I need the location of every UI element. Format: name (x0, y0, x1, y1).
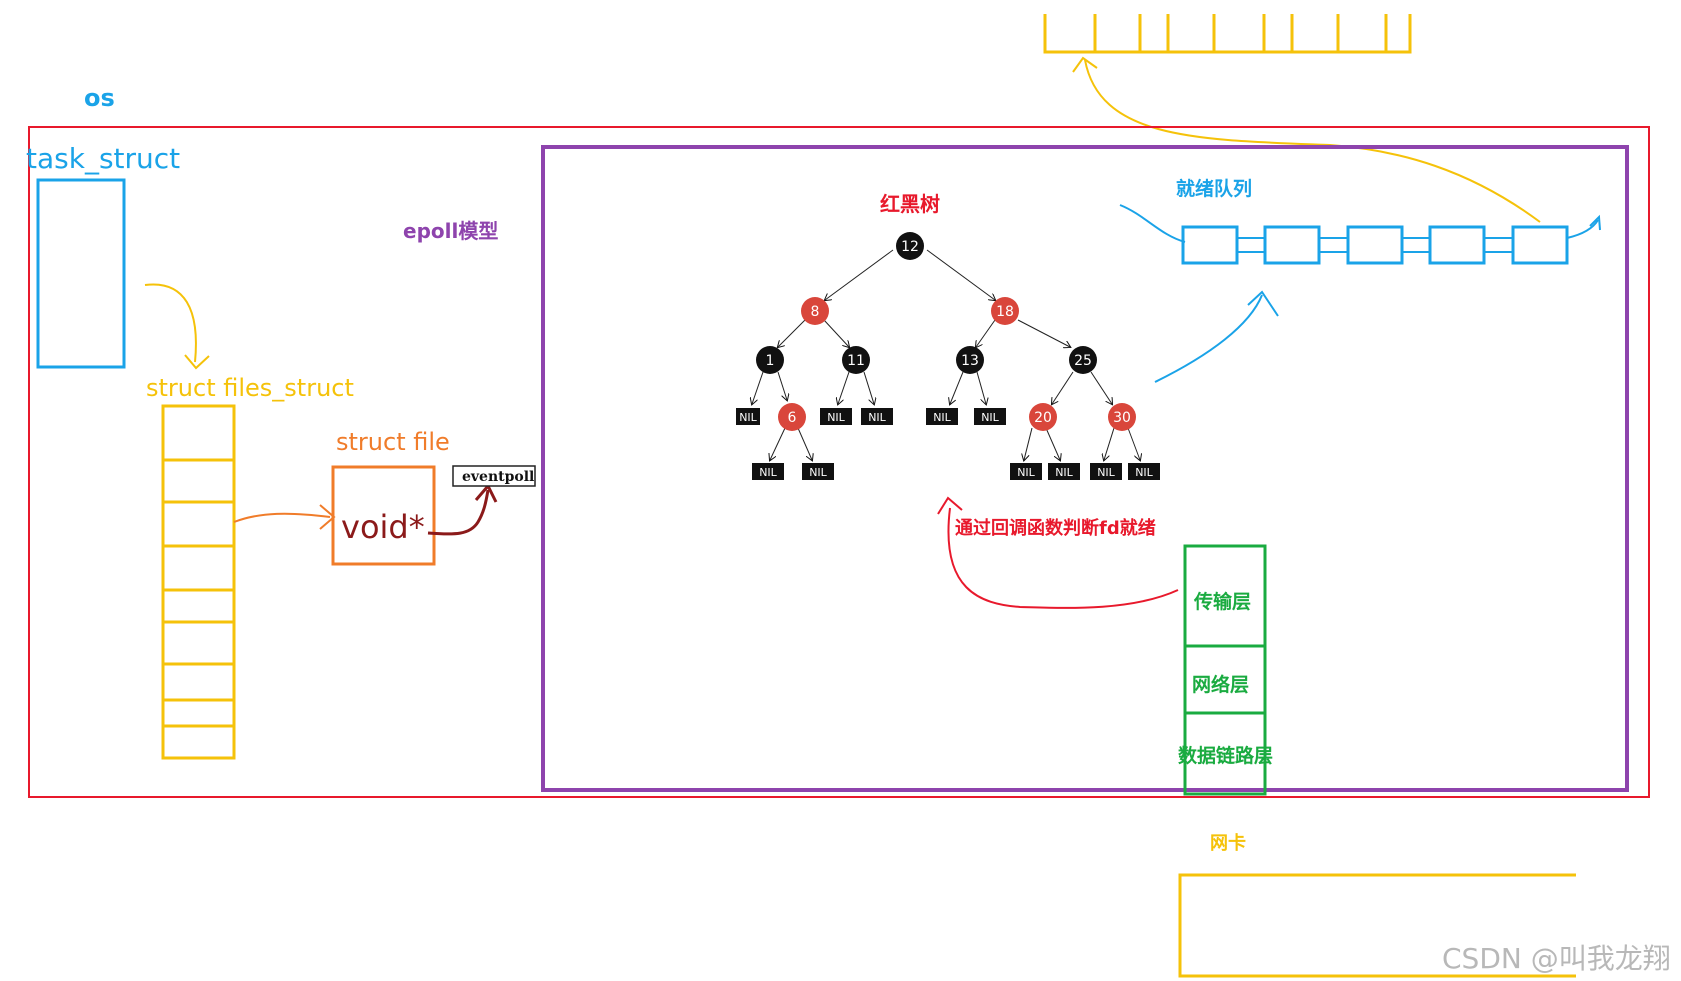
svg-text:NIL: NIL (933, 411, 951, 424)
ready-queue-node (1181, 225, 1239, 265)
nic-box (1178, 873, 1576, 978)
svg-text:6: 6 (788, 410, 797, 426)
nil-leaf: NIL (736, 408, 760, 425)
void-ptr-label: void* (341, 508, 425, 546)
svg-text:NIL: NIL (827, 411, 845, 424)
tree-to-queue-arrow (1154, 294, 1263, 383)
rb-node-11: 11 (842, 346, 870, 374)
rb-node-30: 30 (1108, 403, 1136, 431)
svg-text:30: 30 (1113, 410, 1131, 426)
svg-text:NIL: NIL (809, 466, 827, 479)
fd-to-file-arrow (233, 512, 331, 523)
nil-leaf: NIL (820, 408, 852, 425)
nil-leaf: NIL (861, 408, 893, 425)
task-struct-label: task_struct (26, 142, 180, 175)
rb-node-25: 25 (1069, 346, 1097, 374)
ready-queue-node (1263, 225, 1321, 265)
epoll-model-label: epoll模型 (403, 219, 498, 243)
rb-node-8: 8 (801, 297, 829, 325)
nil-leaf: NIL (1048, 463, 1080, 480)
task-to-files-arrow (144, 283, 197, 363)
nic-label: 网卡 (1210, 832, 1246, 854)
rb-node-20: 20 (1029, 403, 1057, 431)
rb-node-6: 6 (778, 403, 806, 431)
callback-arrow (947, 507, 1179, 609)
svg-text:25: 25 (1074, 353, 1092, 369)
rb-node-1: 1 (756, 346, 784, 374)
svg-text:11: 11 (847, 353, 865, 369)
epoll-frame (541, 145, 1629, 792)
ready-queue-node (1428, 225, 1486, 265)
ready-queue-node (1511, 225, 1569, 265)
callback-label: 通过回调函数判断fd就绪 (955, 517, 1156, 539)
svg-text:12: 12 (901, 239, 919, 255)
nil-leaf: NIL (1010, 463, 1042, 480)
nil-leaf: NIL (802, 463, 834, 480)
svg-text:NIL: NIL (1135, 466, 1153, 479)
nil-leaf: NIL (1090, 463, 1122, 480)
struct-file-label: struct file (336, 428, 450, 456)
task-struct-box (36, 178, 126, 369)
nil-leaf: NIL (752, 463, 784, 480)
void-to-eventpoll-arrow (427, 489, 490, 536)
svg-text:NIL: NIL (1097, 466, 1115, 479)
rb-node-13: 13 (956, 346, 984, 374)
ready-queue-label: 就绪队列 (1176, 177, 1252, 200)
ready-queue-incoming (1119, 204, 1186, 243)
rb-tree-label: 红黑树 (880, 192, 940, 216)
svg-text:NIL: NIL (1017, 466, 1035, 479)
ready-queue-links (1237, 214, 1601, 253)
watermark: CSDN @叫我龙翔 (1442, 942, 1671, 975)
transport-layer-label: 传输层 (1193, 590, 1251, 613)
protocol-stack (1183, 544, 1267, 796)
svg-text:NIL: NIL (1055, 466, 1073, 479)
svg-text:13: 13 (961, 353, 979, 369)
struct-file-box (331, 465, 436, 566)
rb-tree-edges (752, 249, 1140, 460)
nil-leaf: NIL (926, 408, 958, 425)
eventpoll-box (452, 465, 536, 487)
svg-text:NIL: NIL (981, 411, 999, 424)
files-struct-label: struct files_struct (146, 374, 354, 402)
svg-text:20: 20 (1034, 410, 1052, 426)
os-frame (28, 126, 1650, 798)
network-layer-label: 网络层 (1192, 673, 1249, 696)
os-label: os (84, 84, 115, 112)
eventpoll-label: eventpoll (462, 469, 534, 485)
nil-leaf: NIL (1128, 463, 1160, 480)
datalink-layer-label: 数据链路层 (1178, 744, 1273, 767)
svg-text:8: 8 (811, 304, 820, 320)
ready-queue-node (1346, 225, 1404, 265)
fd-array (161, 404, 236, 760)
nil-leaf: NIL (974, 408, 1006, 425)
svg-text:NIL: NIL (759, 466, 777, 479)
ready-queue (1181, 225, 1569, 265)
rb-node-12: 12 (896, 232, 924, 260)
top-buffer (1043, 14, 1412, 54)
svg-text:NIL: NIL (739, 411, 757, 424)
svg-text:18: 18 (996, 304, 1014, 320)
rb-nil-leaves: NIL NIL NIL NIL NIL NIL NIL NIL NIL NIL … (736, 408, 1160, 480)
rb-tree-nodes: 12 8 18 1 11 13 25 6 (756, 232, 1136, 431)
svg-text:NIL: NIL (868, 411, 886, 424)
rb-node-18: 18 (991, 297, 1019, 325)
buffer-arrow (1084, 59, 1541, 223)
svg-text:1: 1 (766, 353, 775, 369)
